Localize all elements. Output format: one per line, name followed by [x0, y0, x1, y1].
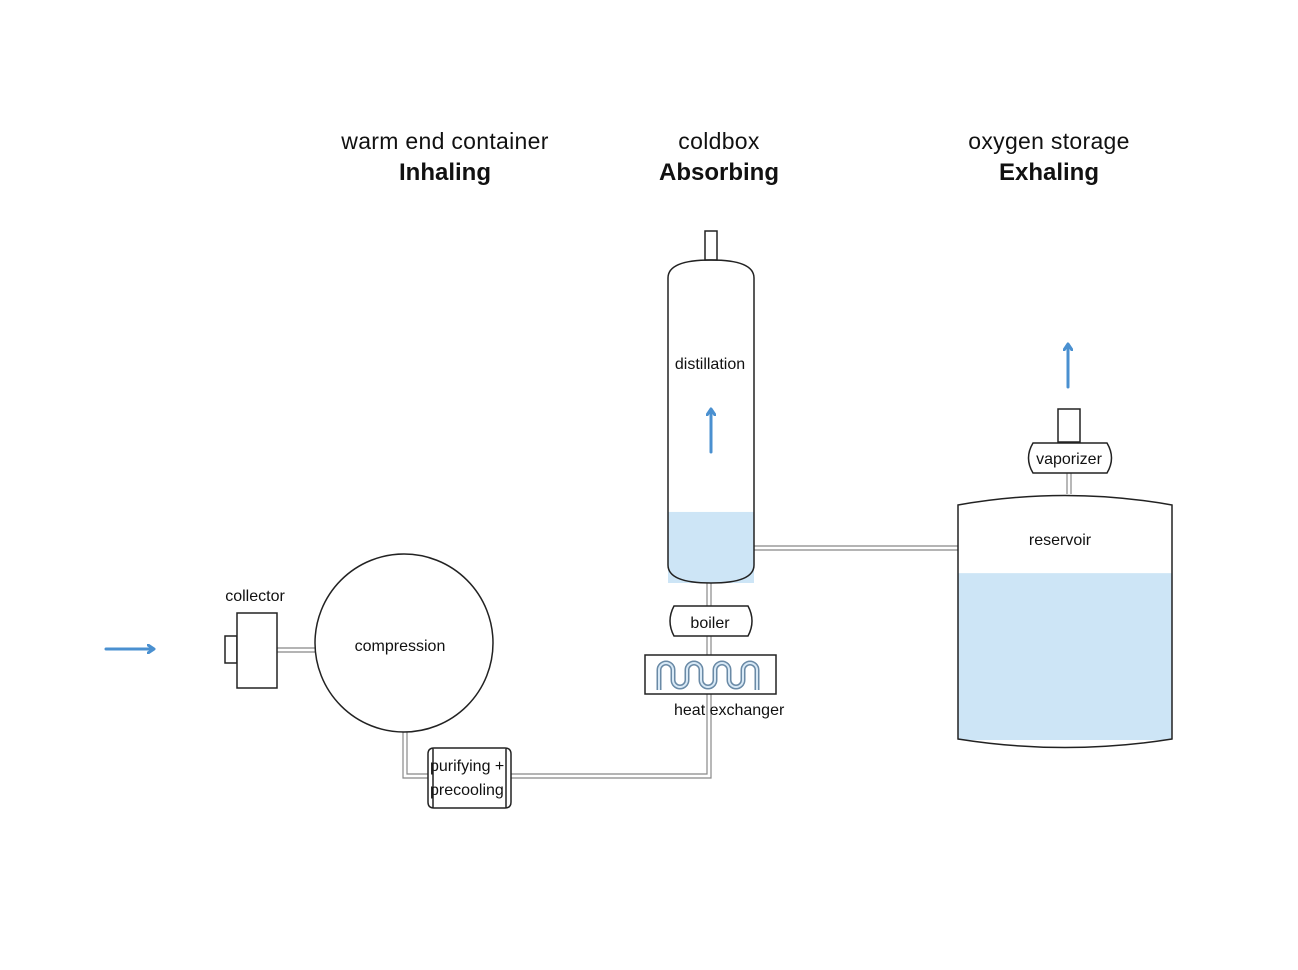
pipe-purifying-heat-exchanger: [511, 694, 712, 779]
vaporizer-unit: [1027, 345, 1113, 474]
reservoir-liquid-level: [958, 573, 1172, 740]
pipes: [277, 473, 1072, 779]
label-heat-exchanger: heat exchanger: [674, 702, 785, 719]
label-precooling: precooling: [430, 782, 504, 799]
pipe-collector-compression: [277, 647, 315, 653]
collector-unit: [224, 612, 278, 689]
label-reservoir: reservoir: [1028, 532, 1092, 549]
section-title-exhaling: Exhaling: [998, 159, 1100, 186]
section-subtitle-oxygen-storage: oxygen storage: [968, 128, 1130, 154]
pipe-reservoir-vaporizer: [1066, 473, 1072, 494]
distillation-column: [667, 230, 755, 584]
heat-exchanger-unit: [644, 654, 777, 695]
section-heading-warm-end: warm end container Inhaling: [295, 128, 595, 187]
section-title-absorbing: Absorbing: [659, 159, 779, 186]
label-boiler: boiler: [690, 615, 730, 632]
reservoir-tank: [957, 494, 1173, 749]
pipe-heat-exchanger-boiler: [706, 636, 712, 655]
section-subtitle-warm-end: warm end container: [341, 128, 549, 154]
label-collector: collector: [225, 588, 285, 605]
section-heading-coldbox: coldbox Absorbing: [569, 128, 869, 187]
label-vaporizer: vaporizer: [1036, 451, 1102, 468]
pipe-distillation-reservoir: [754, 545, 958, 551]
section-heading-oxygen-storage: oxygen storage Exhaling: [899, 128, 1199, 187]
compression-vessel: [314, 553, 494, 733]
pipe-compression-purifying: [402, 732, 428, 779]
label-compression: compression: [354, 638, 446, 655]
label-purifying: purifying +: [430, 758, 505, 775]
section-title-inhaling: Inhaling: [399, 159, 491, 186]
label-distillation: distillation: [674, 356, 746, 373]
distillation-liquid-level: [668, 511, 754, 583]
pipe-boiler-distillation: [706, 583, 712, 606]
section-subtitle-coldbox: coldbox: [678, 128, 760, 154]
boiler-unit: [669, 605, 753, 637]
purifying-precooling-unit: [427, 747, 512, 809]
